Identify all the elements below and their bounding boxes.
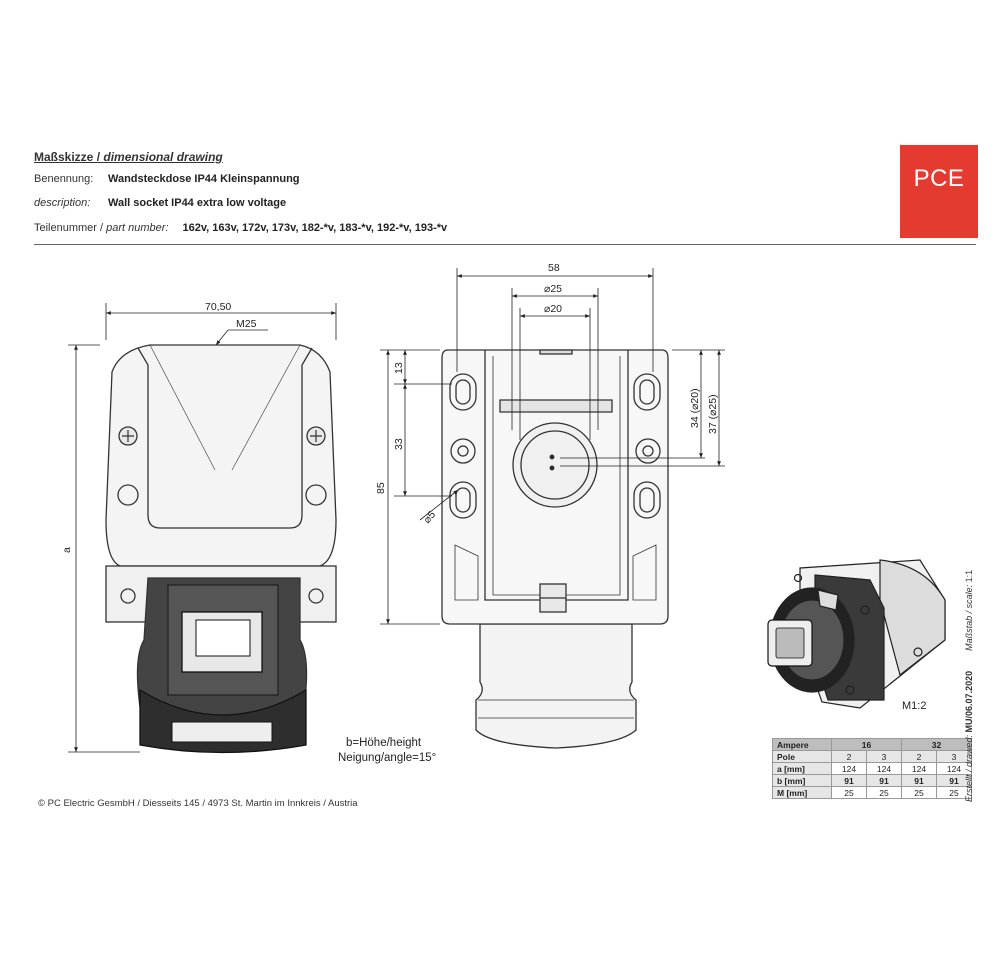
name-row: Benennung:Wandsteckdose IP44 Kleinspannu… [34,173,300,185]
dim-dia-20: ⌀20 [544,303,562,315]
dim-width-side: 70,50 [205,301,231,313]
description-row: description:Wall socket IP44 extra low v… [34,197,287,209]
dim-thread: M25 [236,318,257,330]
table-header-ampere: Ampere [772,738,832,751]
dim-height-a: a [61,547,73,553]
isometric-view [767,559,946,709]
front-view [441,349,669,749]
dim-width-front: 58 [548,262,560,274]
dim-dia-5: ⌀5 [421,509,438,526]
table-header-16: 16 [831,738,902,751]
drawing-meta: Erstellt / drawed: MU/06.07.2020 Maßstab… [964,569,974,802]
table-header-32: 32 [901,738,972,751]
dim-dia-25: ⌀25 [544,283,562,295]
header-divider [34,244,976,245]
iso-scale-label: M1:2 [902,700,927,712]
drawing-title: Maßskizze / dimensional drawing [34,150,223,164]
part-number-row: Teilenummer / part number:162v, 163v, 17… [34,222,448,234]
pce-logo: PCE [900,145,978,238]
side-view [105,344,337,754]
dim-85: 85 [375,482,387,494]
height-note: b=Höhe/height [346,737,422,749]
copyright-footer: © PC Electric GesmbH / Diesseits 145 / 4… [38,798,358,809]
dim-34: 34 (⌀20) [689,388,701,428]
dim-13: 13 [393,362,405,374]
dim-33: 33 [393,438,405,450]
angle-note: Neigung/angle=15° [338,752,437,764]
side-view-dimensions [68,303,337,753]
front-view-dimensions [380,268,725,625]
dim-37: 37 (⌀25) [707,394,719,434]
